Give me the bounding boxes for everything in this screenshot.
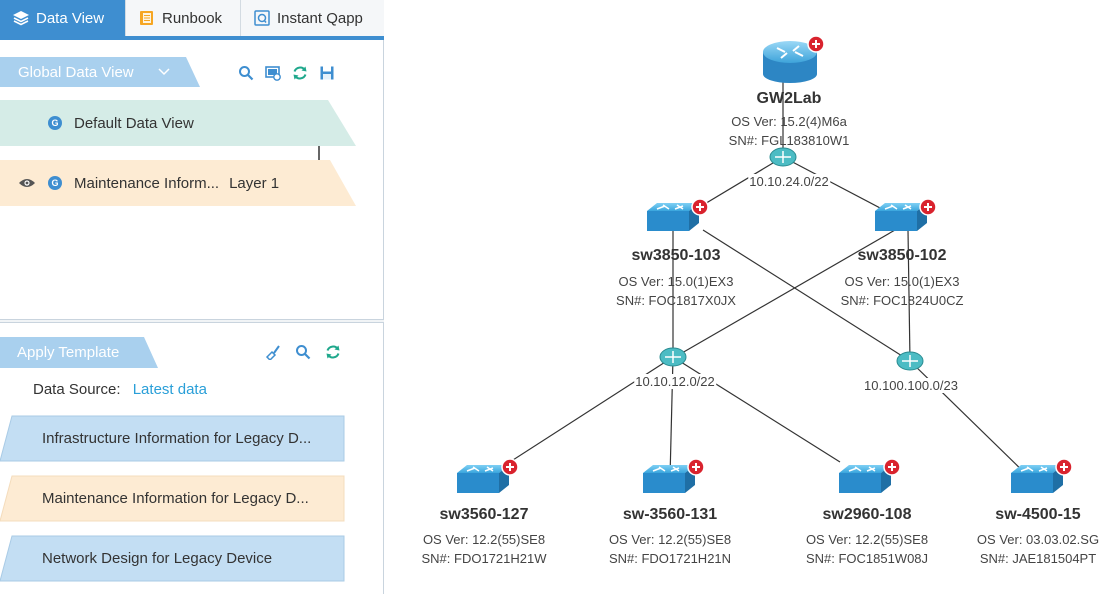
- global-data-view-dropdown[interactable]: Global Data View: [0, 57, 190, 87]
- device-name: sw2960-108: [822, 506, 912, 523]
- subnet-hub-icon[interactable]: [769, 147, 797, 167]
- template-label: Network Design for Legacy Device: [42, 549, 273, 567]
- tab-bar: Data View Runbook Instant Qapp: [0, 0, 384, 40]
- apply-template-label: Apply Template: [17, 343, 120, 361]
- left-panel: Data View Runbook Instant Qapp Global: [0, 0, 384, 594]
- device-sw2960-108[interactable]: sw2960-108 OS Ver: 12.2(55)SE8 SN#: FOC1…: [806, 506, 928, 568]
- data-view-item-maintenance[interactable]: G Maintenance Inform... Layer 1: [18, 160, 279, 206]
- switch-icon[interactable]: [875, 198, 937, 231]
- subnet-hub-icon[interactable]: [896, 351, 924, 371]
- runbook-icon: [140, 11, 153, 25]
- template-item-infrastructure[interactable]: Infrastructure Information for Legacy D.…: [0, 415, 311, 461]
- device-name: sw-4500-15: [995, 506, 1081, 523]
- refresh-icon[interactable]: [292, 65, 308, 81]
- switch-icon[interactable]: [457, 458, 519, 493]
- data-view-item-default[interactable]: G Default Data View: [48, 100, 194, 146]
- link-s102-n12: [674, 229, 896, 358]
- subnet-label-n100[interactable]: 10.100.100.0/23: [863, 378, 959, 393]
- device-sw3850-102[interactable]: sw3850-102 OS Ver: 15.0(1)EX3 SN#: FOC18…: [841, 247, 964, 310]
- link-s102-n100: [907, 229, 911, 362]
- layer-label: Layer 1: [229, 174, 280, 192]
- device-os: OS Ver: 12.2(55)SE8: [422, 532, 546, 547]
- qapp-icon: [254, 10, 270, 26]
- device-sn: SN#: FDO1721H21W: [421, 551, 547, 566]
- device-os: OS Ver: 15.0(1)EX3: [618, 274, 734, 289]
- device-sn: SN#: FOC1851W08J: [805, 551, 929, 566]
- tab-label: Instant Qapp: [277, 9, 363, 27]
- device-sw-4500-15[interactable]: sw-4500-15 OS Ver: 03.03.02.SG SN#: JAE1…: [977, 506, 1099, 568]
- router-icon[interactable]: [763, 35, 825, 83]
- template-item-network-design[interactable]: Network Design for Legacy Device: [0, 535, 272, 581]
- template-toolbar: [265, 344, 341, 360]
- apply-template-ribbon-bg: [0, 337, 158, 368]
- device-name: GW2Lab: [756, 90, 822, 107]
- template-item-maintenance[interactable]: Maintenance Information for Legacy D...: [0, 475, 309, 521]
- subnet-label-n12[interactable]: 10.10.12.0/22: [634, 374, 716, 389]
- search-icon[interactable]: [238, 65, 254, 81]
- global-badge-icon: G: [48, 176, 62, 190]
- template-bg-1: [0, 415, 345, 462]
- device-sn: SN#: FGL183810W1: [728, 133, 850, 148]
- template-bg-2: [0, 475, 345, 522]
- device-name: sw3560-127: [439, 506, 529, 523]
- device-sn: SN#: FDO1721H21N: [608, 551, 732, 566]
- data-source-link[interactable]: Latest data: [132, 381, 207, 398]
- device-name: sw3850-102: [857, 247, 947, 264]
- device-sw-3560-131[interactable]: sw-3560-131 OS Ver: 12.2(55)SE8 SN#: FDO…: [609, 506, 731, 568]
- search-icon[interactable]: [295, 344, 311, 360]
- switch-icon[interactable]: [643, 458, 705, 493]
- link-s103-n100: [702, 229, 911, 362]
- default-data-view-band-bg: [0, 100, 356, 146]
- device-os: OS Ver: 03.03.02.SG: [976, 532, 1100, 547]
- data-source-label: Data Source:: [33, 381, 121, 398]
- device-sw3850-103[interactable]: sw3850-103 OS Ver: 15.0(1)EX3 SN#: FOC18…: [616, 247, 736, 310]
- device-name: sw-3560-131: [622, 506, 718, 523]
- switch-icon[interactable]: [1011, 458, 1073, 493]
- device-sn: SN#: FOC1824U0CZ: [840, 293, 964, 308]
- chevron-down-icon: [158, 68, 170, 76]
- view-settings-icon[interactable]: [265, 65, 281, 81]
- global-data-view-label: Global Data View: [18, 63, 134, 81]
- subnet-label-n24[interactable]: 10.10.24.0/22: [748, 174, 830, 189]
- device-gw2lab[interactable]: GW2Lab OS Ver: 15.2(4)M6a SN#: FGL183810…: [729, 90, 850, 150]
- template-label: Infrastructure Information for Legacy D.…: [42, 429, 312, 447]
- refresh-icon[interactable]: [325, 344, 341, 360]
- panel-splitter[interactable]: [0, 319, 384, 323]
- data-view-toolbar: [238, 65, 335, 81]
- apply-template-header: Apply Template: [0, 337, 150, 367]
- switch-icon[interactable]: [839, 458, 901, 493]
- tab-label: Runbook: [162, 9, 223, 27]
- tab-instant-qapp[interactable]: Instant Qapp: [241, 0, 375, 36]
- device-os: OS Ver: 15.2(4)M6a: [731, 114, 847, 129]
- data-view-item-label: Default Data View: [74, 114, 194, 132]
- device-os: OS Ver: 12.2(55)SE8: [608, 532, 732, 547]
- subnet-hub-icon[interactable]: [659, 347, 687, 367]
- layers-icon: [13, 11, 29, 26]
- global-data-view-ribbon-bg: [0, 57, 200, 87]
- template-label: Maintenance Information for Legacy D...: [42, 489, 309, 507]
- device-sn: SN#: JAE181504PT: [979, 551, 1097, 566]
- data-view-item-label: Maintenance Inform...: [74, 174, 220, 192]
- clear-brush-icon[interactable]: [265, 344, 281, 360]
- link-n12-s108: [672, 356, 841, 463]
- topology-links: [457, 35, 1073, 493]
- tab-runbook[interactable]: Runbook: [126, 0, 241, 36]
- eye-icon[interactable]: [18, 177, 36, 189]
- maintenance-band-bg: [0, 160, 356, 206]
- data-source-row: Data Source: Latest data: [33, 381, 207, 398]
- tab-data-view[interactable]: Data View: [0, 0, 126, 36]
- topology-canvas[interactable]: 10.10.24.0/22 10.10.12.0/22 10.100.100.0…: [385, 0, 1111, 594]
- tab-label: Data View: [36, 9, 105, 27]
- device-sn: SN#: FOC1817X0JX: [616, 293, 736, 308]
- device-sw3560-127[interactable]: sw3560-127 OS Ver: 12.2(55)SE8 SN#: FDO1…: [422, 506, 547, 568]
- global-badge-icon: G: [48, 116, 62, 130]
- template-bg-3: [0, 535, 345, 582]
- device-name: sw3850-103: [631, 247, 721, 264]
- save-icon[interactable]: [319, 65, 335, 81]
- device-os: OS Ver: 12.2(55)SE8: [805, 532, 929, 547]
- switch-icon[interactable]: [647, 198, 709, 231]
- device-os: OS Ver: 15.0(1)EX3: [844, 274, 960, 289]
